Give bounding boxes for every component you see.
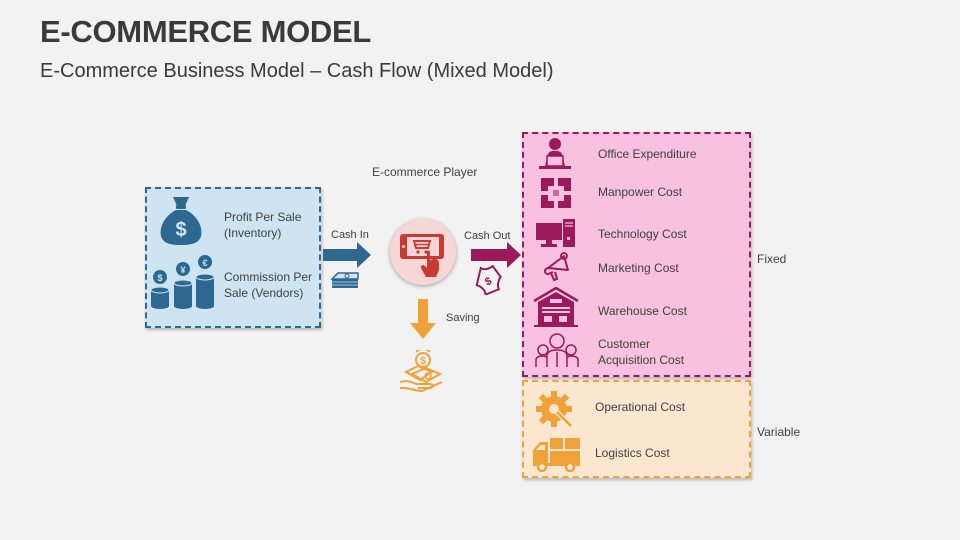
variable-item-operational-cost: Operational Cost bbox=[595, 400, 686, 414]
saving-arrow bbox=[410, 299, 436, 339]
mobile-shopping-icon bbox=[399, 232, 447, 278]
profit-per-sale-label: Profit Per Sale (Inventory) bbox=[224, 210, 302, 241]
coin-stacks-icon: $ ¥ € bbox=[150, 255, 216, 309]
svg-text:$: $ bbox=[483, 275, 494, 288]
cash-in-label: Cash In bbox=[331, 229, 369, 241]
saving-label: Saving bbox=[446, 312, 480, 324]
cash-bundle-icon bbox=[330, 271, 360, 289]
fixed-label: Fixed bbox=[757, 252, 787, 266]
cash-out-arrow bbox=[471, 242, 521, 268]
fixed-item-manpower-cost: Manpower Cost bbox=[598, 185, 683, 199]
customers-icon bbox=[535, 332, 579, 368]
ecommerce-player-label: E-commerce Player bbox=[372, 165, 478, 179]
delivery-truck-icon bbox=[532, 438, 582, 472]
fixed-item-marketing-cost: Marketing Cost bbox=[598, 261, 679, 275]
fixed-item-office-expenditure: Office Expenditure bbox=[598, 147, 697, 161]
fixed-item-technology-cost: Technology Cost bbox=[598, 227, 687, 241]
page-subtitle: E-Commerce Business Model – Cash Flow (M… bbox=[40, 60, 554, 82]
commission-per-sale-label: Commission Per Sale (Vendors) bbox=[224, 270, 313, 301]
money-bag-icon: $ bbox=[158, 194, 204, 246]
fixed-item-warehouse-cost: Warehouse Cost bbox=[598, 304, 687, 318]
computer-icon bbox=[536, 219, 576, 249]
office-worker-icon bbox=[537, 138, 573, 170]
cash-in-arrow bbox=[323, 242, 371, 268]
gear-wrench-icon bbox=[535, 389, 575, 429]
page-title: E-COMMERCE MODEL bbox=[40, 14, 372, 49]
svg-text:$: $ bbox=[175, 219, 186, 241]
coin-symbol-euro: € bbox=[202, 258, 207, 268]
money-hand-icon: $ bbox=[398, 350, 448, 392]
variable-label: Variable bbox=[757, 425, 801, 439]
fixed-item-customer-acquisition-cost: Customer Acquisition Cost bbox=[598, 337, 685, 368]
coin-symbol-yen: ¥ bbox=[180, 265, 185, 275]
variable-item-logistics-cost: Logistics Cost bbox=[595, 446, 670, 460]
warehouse-icon bbox=[533, 287, 579, 327]
dollar-bill-icon: $ bbox=[474, 265, 502, 295]
teamwork-hands-icon bbox=[538, 175, 574, 211]
cash-out-label: Cash Out bbox=[464, 230, 511, 242]
megaphone-icon bbox=[542, 252, 572, 282]
fixed-costs-box bbox=[522, 132, 751, 377]
svg-text:$: $ bbox=[420, 356, 426, 367]
coin-symbol-dollar: $ bbox=[157, 273, 162, 283]
